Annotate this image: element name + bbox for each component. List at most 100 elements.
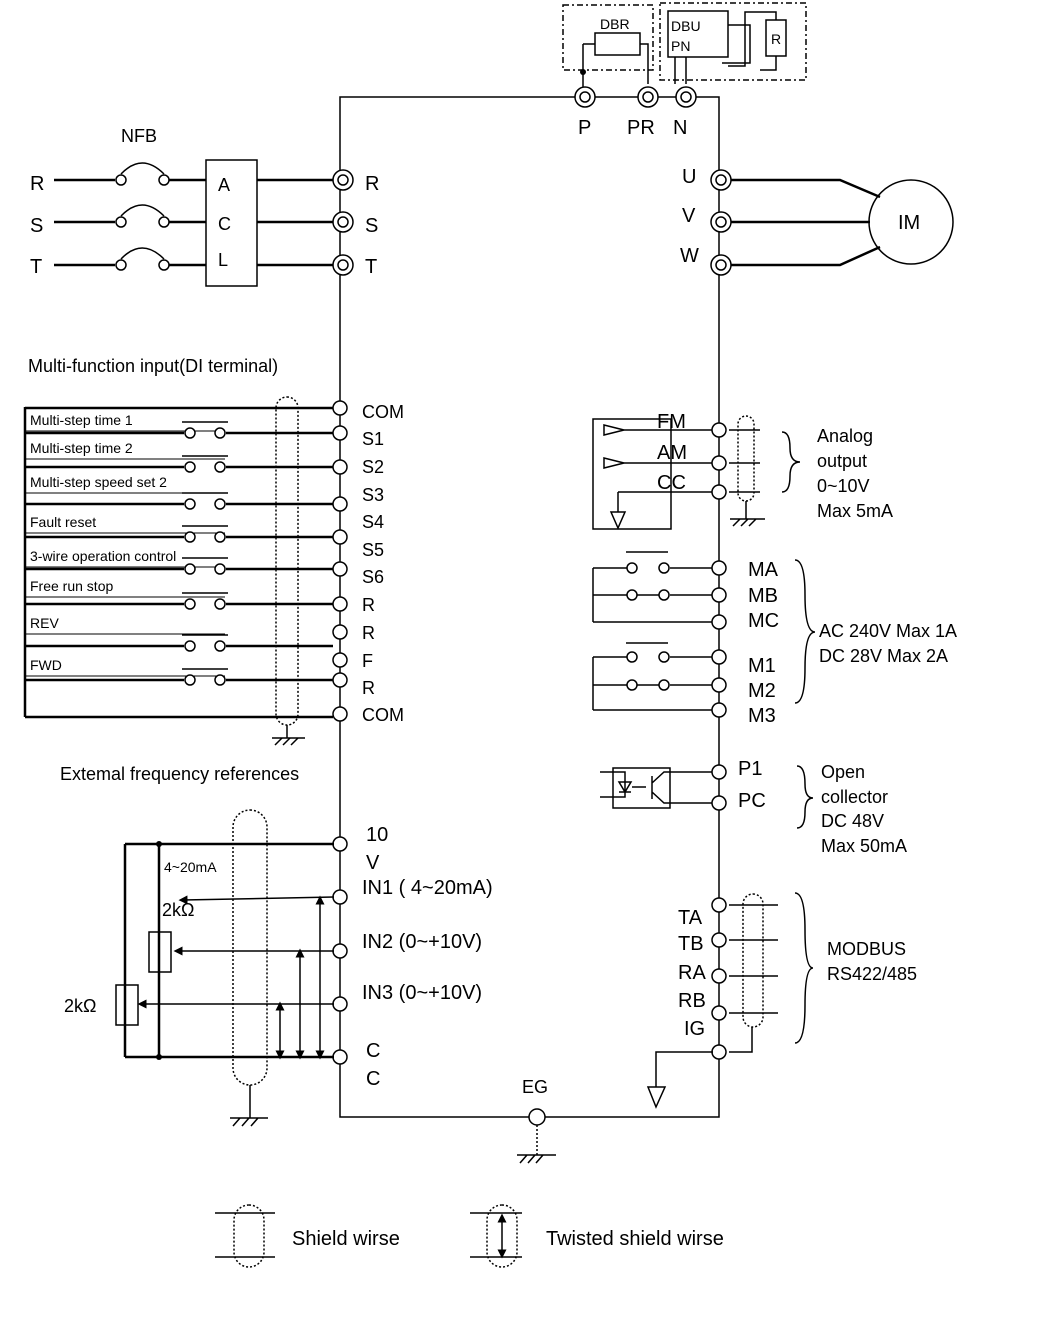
analog-output-section: Analog output 0~10V Max 5mA xyxy=(592,415,893,530)
open-collector-section: Open collector DC 48V Max 50mA xyxy=(600,762,907,856)
freq-shield xyxy=(232,809,268,1086)
pot-outer xyxy=(115,984,139,1026)
terminal-eg[interactable] xyxy=(528,1108,546,1126)
input-r-label: R xyxy=(30,173,44,195)
output-terminal[interactable] xyxy=(711,1044,727,1060)
di-function-label: REV xyxy=(30,615,59,631)
output-terminal[interactable] xyxy=(711,484,727,500)
di-function-label: 3-wire operation control xyxy=(30,548,176,564)
terminal-pr-label: PR xyxy=(627,117,655,139)
freq-title: Extemal frequency references xyxy=(60,764,299,784)
output-terminal[interactable] xyxy=(711,897,727,913)
eg-label: EG xyxy=(522,1077,548,1097)
analog-desc-3: 0~10V xyxy=(817,476,870,496)
analog-shield xyxy=(737,415,755,502)
freq-terminal-label: V xyxy=(366,852,380,874)
output-terminal-label: AM xyxy=(657,442,687,464)
di-terminal-10[interactable] xyxy=(332,706,348,722)
terminal-u-label: U xyxy=(682,166,696,188)
di-section: Multi-function input(DI terminal) COMS1S… xyxy=(23,356,404,746)
inverter-body xyxy=(339,96,720,1118)
legend-shield-icon xyxy=(233,1204,265,1268)
di-terminal-0[interactable] xyxy=(332,400,348,416)
output-terminal-label: MB xyxy=(748,585,778,607)
power-input-section: NFB R S T A C L R S T xyxy=(30,126,379,287)
di-terminal-label: S5 xyxy=(362,540,384,560)
oc-desc-4: Max 50mA xyxy=(821,836,907,856)
freq-terminal-label: C xyxy=(366,1068,380,1090)
freq-terminal[interactable] xyxy=(332,1049,348,1065)
modbus-desc-2: RS422/485 xyxy=(827,964,917,984)
di-terminal-7[interactable] xyxy=(332,624,348,640)
current-label: 4~20mA xyxy=(164,859,217,875)
output-terminal[interactable] xyxy=(711,560,727,576)
motor xyxy=(868,179,954,265)
modbus-desc-1: MODBUS xyxy=(827,939,906,959)
optocoupler xyxy=(612,767,671,809)
analog-desc-1: Analog xyxy=(817,426,873,446)
di-function-label: FWD xyxy=(30,657,62,673)
di-function-label: Multi-step speed set 2 xyxy=(30,474,167,490)
di-terminal-6[interactable] xyxy=(332,596,348,612)
freq-terminal[interactable] xyxy=(332,889,348,905)
output-terminal[interactable] xyxy=(711,702,727,718)
external-resistor-label: R xyxy=(771,31,781,47)
output-terminal[interactable] xyxy=(711,764,727,780)
modbus-shield xyxy=(742,893,764,1028)
output-terminal-label: TA xyxy=(678,907,703,929)
freq-terminal[interactable] xyxy=(332,996,348,1012)
motor-output-section: U V W IM xyxy=(680,166,954,276)
di-terminal-4[interactable] xyxy=(332,529,348,545)
output-terminal[interactable] xyxy=(711,1005,727,1021)
freq-terminal-label: C xyxy=(366,1040,380,1062)
motor-label: IM xyxy=(898,212,920,234)
di-terminal-9[interactable] xyxy=(332,672,348,688)
dbr-label: DBR xyxy=(600,16,630,32)
analog-desc-2: output xyxy=(817,451,867,471)
di-function-label: Free run stop xyxy=(30,578,113,594)
analog-desc-4: Max 5mA xyxy=(817,501,893,521)
output-terminal[interactable] xyxy=(711,968,727,984)
relay-desc-2: DC 28V Max 2A xyxy=(819,646,948,666)
acl-letter-l: L xyxy=(218,250,228,270)
output-terminal[interactable] xyxy=(711,614,727,630)
di-title: Multi-function input(DI terminal) xyxy=(28,356,278,376)
output-terminal[interactable] xyxy=(711,795,727,811)
dc-bus-terminals: P PR N xyxy=(574,86,697,139)
output-terminal[interactable] xyxy=(711,455,727,471)
ground-section: EG xyxy=(517,1077,556,1164)
freq-terminal[interactable] xyxy=(332,836,348,852)
di-terminal-label: F xyxy=(362,651,373,671)
pn-label: PN xyxy=(671,38,690,54)
pot-inner-label: 2kΩ xyxy=(162,900,194,920)
di-terminal-label: S4 xyxy=(362,512,384,532)
braking-section: DBR DBU PN R xyxy=(562,2,807,90)
output-terminal[interactable] xyxy=(711,422,727,438)
legend: Shield wirse Twisted shield wirse xyxy=(215,1204,724,1268)
di-terminal-label: S2 xyxy=(362,457,384,477)
output-terminal[interactable] xyxy=(711,587,727,603)
di-terminal-3[interactable] xyxy=(332,496,348,512)
output-terminal-label: TB xyxy=(678,933,704,955)
terminal-t-label: T xyxy=(365,256,377,278)
freq-terminal[interactable] xyxy=(332,943,348,959)
output-terminal-label: RB xyxy=(678,990,706,1012)
relay-desc-1: AC 240V Max 1A xyxy=(819,621,957,641)
di-terminal-2[interactable] xyxy=(332,459,348,475)
di-function-label: Fault reset xyxy=(30,514,96,530)
legend-shield-label: Shield wirse xyxy=(292,1228,400,1250)
freq-terminal-label: IN3 (0~+10V) xyxy=(362,982,482,1004)
di-terminal-label: COM xyxy=(362,402,404,422)
terminal-s-label: S xyxy=(365,215,378,237)
output-terminal[interactable] xyxy=(711,649,727,665)
di-terminal-8[interactable] xyxy=(332,652,348,668)
terminal-v-label: V xyxy=(682,205,696,227)
di-terminal-1[interactable] xyxy=(332,425,348,441)
dbu-enclosure xyxy=(659,2,807,81)
output-terminal-label: MC xyxy=(748,610,779,632)
output-terminal[interactable] xyxy=(711,932,727,948)
di-terminal-label: R xyxy=(362,595,375,615)
di-terminal-5[interactable] xyxy=(332,561,348,577)
output-terminal[interactable] xyxy=(711,677,727,693)
